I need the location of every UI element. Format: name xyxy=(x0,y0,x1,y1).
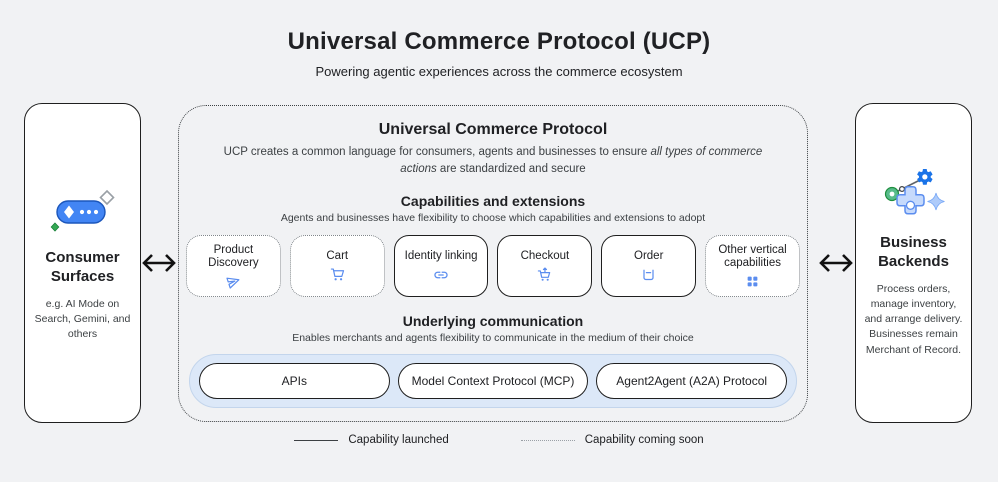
page-subtitle: Powering agentic experiences across the … xyxy=(315,64,683,79)
consumer-surfaces-box: Consumer Surfaces e.g. AI Mode on Search… xyxy=(24,103,141,423)
gears-icon xyxy=(878,168,950,220)
desc-suffix: are standardized and secure xyxy=(436,162,586,175)
double-arrow-icon-left xyxy=(140,247,178,279)
legend-coming-soon-label: Capability coming soon xyxy=(584,434,704,446)
legend-item-launched: Capability launched xyxy=(294,434,449,446)
capability-label: Cart xyxy=(326,250,349,263)
grid-icon xyxy=(746,274,759,289)
capabilities-section-title: Capabilities and extensions xyxy=(400,193,586,210)
consumer-surfaces-title: Consumer Surfaces xyxy=(45,249,120,286)
capability-card-product-discovery: Product Discovery xyxy=(186,235,281,298)
communication-section-subtitle: Enables merchants and agents flexibility… xyxy=(292,332,694,345)
cart-checkout-icon xyxy=(537,267,552,282)
legend-item-coming-soon: Capability coming soon xyxy=(520,434,704,446)
capability-label: Order xyxy=(634,250,664,263)
business-backends-box: Business Backends Process orders, manage… xyxy=(855,103,972,423)
dotted-line-swatch xyxy=(520,439,575,441)
desc-prefix: UCP creates a common language for consum… xyxy=(223,146,651,158)
cart-icon xyxy=(330,267,345,282)
capability-card-cart: Cart xyxy=(289,235,385,298)
capability-label: Checkout xyxy=(520,250,570,263)
business-backends-title: Business Backends xyxy=(878,234,949,270)
pill-a2a: Agent2Agent (A2A) Protocol xyxy=(596,363,788,400)
page-title: Universal Commerce Protocol (UCP) xyxy=(287,28,711,55)
communication-section-title: Underlying communication xyxy=(402,313,584,330)
solid-line-swatch xyxy=(294,439,339,441)
double-arrow-icon-right xyxy=(817,247,855,279)
capability-card-other-vertical: Other vertical capabilities xyxy=(705,235,800,298)
pill-mcp: Model Context Protocol (MCP) xyxy=(397,363,589,400)
desc-italic: all types of commerce actions xyxy=(400,146,763,175)
legend: Capability launched Capability coming so… xyxy=(0,434,998,446)
consumer-surfaces-desc: e.g. AI Mode on Search, Gemini, and othe… xyxy=(34,297,131,341)
order-box-icon xyxy=(641,267,656,282)
header: Universal Commerce Protocol (UCP) Poweri… xyxy=(0,28,998,79)
capability-card-order: Order xyxy=(601,235,697,298)
capability-label: Other vertical capabilities xyxy=(718,243,787,270)
business-backends-desc: Process orders, manage inventory, and ar… xyxy=(864,282,963,356)
send-icon xyxy=(226,274,241,289)
ucp-protocol-title: Universal Commerce Protocol xyxy=(378,121,608,138)
capability-card-checkout: Checkout xyxy=(497,235,593,298)
link-icon xyxy=(433,267,449,282)
ucp-protocol-desc: UCP creates a common language for consum… xyxy=(221,144,766,177)
capability-card-identity-linking: Identity linking xyxy=(393,235,489,298)
communication-container: APIs Model Context Protocol (MCP) Agent2… xyxy=(189,354,797,409)
legend-launched-label: Capability launched xyxy=(348,434,449,446)
capabilities-section-subtitle: Agents and businesses have flexibility t… xyxy=(280,212,706,225)
capability-label: Product Discovery xyxy=(208,243,259,270)
capability-cards-row: Product Discovery Cart xyxy=(186,235,800,298)
pill-apis: APIs xyxy=(199,363,390,400)
gemini-pill-icon xyxy=(47,183,119,235)
ucp-protocol-box: Universal Commerce Protocol UCP creates … xyxy=(178,105,808,422)
capability-label: Identity linking xyxy=(404,250,478,263)
